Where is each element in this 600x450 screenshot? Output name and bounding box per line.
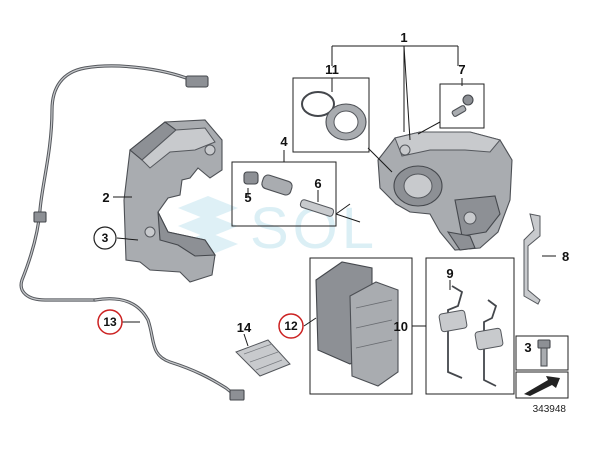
seal-ring <box>301 91 335 117</box>
callout-labels: 1 11 7 4 5 6 2 8 9 10 14 3 3 13 12 <box>93 30 569 355</box>
bolt-shank <box>540 347 548 367</box>
guide-pin-kit <box>231 161 337 227</box>
direction-arrow-icon <box>524 376 560 396</box>
callout-2: 2 <box>102 190 109 205</box>
wear-sensor-lower <box>93 297 245 401</box>
piston-seal-kit <box>292 77 370 153</box>
callout-5: 5 <box>244 190 251 205</box>
diagram-reference-number: 343948 <box>533 404 567 415</box>
callout-3-left: 3 <box>102 231 109 245</box>
bolt-head <box>537 339 551 349</box>
bolt-kit <box>515 335 569 399</box>
callout-11: 11 <box>325 62 339 77</box>
callout-4: 4 <box>280 134 288 149</box>
brake-pad-set <box>309 257 413 395</box>
bleeder-kit <box>439 83 485 129</box>
callout-13: 13 <box>103 315 117 329</box>
anti-rattle-right <box>474 327 504 351</box>
callout-12-highlight <box>278 313 304 339</box>
bolt-box <box>515 335 569 371</box>
callout-1: 1 <box>400 30 407 45</box>
callout-6: 6 <box>314 176 321 191</box>
callout-13-highlight <box>97 309 123 335</box>
guide-sleeve <box>261 174 293 196</box>
sensor-plug-top <box>185 75 209 88</box>
bleeder-screw <box>451 105 467 117</box>
bleeder-cap <box>462 94 474 106</box>
caliper-spring-clip <box>523 213 541 305</box>
guide-pin <box>299 199 335 217</box>
leader-lines <box>113 45 556 347</box>
callout-10: 10 <box>394 319 408 334</box>
caliper-carrier <box>123 119 223 283</box>
pad-hardware-box <box>425 257 515 395</box>
callout-14: 14 <box>237 320 252 335</box>
callout-8: 8 <box>562 249 569 264</box>
wear-sensor-upper <box>19 64 209 302</box>
callout-12: 12 <box>284 319 298 333</box>
guide-bushing <box>243 171 259 185</box>
sensor-plug-bottom <box>229 389 245 401</box>
sensor-clip <box>33 211 47 223</box>
seal-kit-box <box>292 77 370 153</box>
grease-packet <box>235 339 291 377</box>
pad-spring-left <box>447 285 464 379</box>
pad-spring-right <box>483 299 498 387</box>
pad-hardware-kit <box>425 257 515 395</box>
callout-3-circle <box>93 226 117 250</box>
direction-box <box>515 371 569 399</box>
callout-9: 9 <box>446 266 453 281</box>
callout-3-box: 3 <box>524 340 531 355</box>
anti-rattle-left <box>438 309 468 333</box>
brake-pad-right <box>349 281 399 387</box>
caliper-housing <box>377 131 513 251</box>
callout-7: 7 <box>458 62 465 77</box>
